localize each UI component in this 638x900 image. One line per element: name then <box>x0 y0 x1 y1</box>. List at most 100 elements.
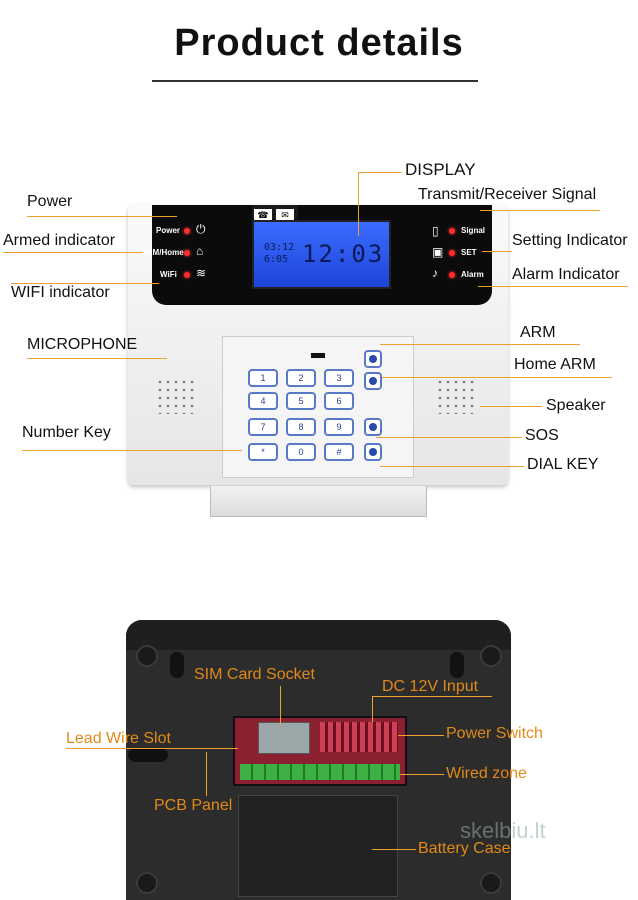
watermark: skelbiu.lt <box>460 818 546 843</box>
lcd-time: 12:03 <box>302 240 385 268</box>
leader-display-v <box>358 172 359 236</box>
leader-transmit <box>480 210 600 211</box>
dip-switches <box>320 722 398 752</box>
number-key[interactable]: 2 <box>286 369 316 387</box>
microphone-hole <box>311 353 325 358</box>
alarm-led <box>449 272 455 278</box>
set-led <box>449 250 455 256</box>
keypad <box>222 336 414 478</box>
leader-microphone <box>27 358 167 359</box>
signal-led-label: Signal <box>461 226 486 235</box>
callout-setting: Setting Indicator <box>512 232 628 249</box>
callout-pcb: PCB Panel <box>154 797 233 814</box>
leader-setting <box>482 251 512 252</box>
leader-wifi <box>11 283 159 284</box>
number-key[interactable]: 8 <box>286 418 316 436</box>
back-top-edge <box>126 620 511 650</box>
dial-key[interactable] <box>364 443 382 461</box>
alarm-led-label: Alarm <box>461 270 484 279</box>
sim-icon: ▯ <box>432 224 439 238</box>
number-key[interactable]: 1 <box>248 369 278 387</box>
keypad-cover <box>210 486 427 517</box>
number-key[interactable]: * <box>248 443 278 461</box>
leader-sos <box>376 437 522 438</box>
message-icon: ✉ <box>276 209 294 221</box>
callout-alarm: Alarm Indicator <box>512 266 620 283</box>
arm-key[interactable] <box>364 350 382 368</box>
callout-dial-key: DIAL KEY <box>527 456 599 473</box>
armhome-led-label: ARM/Home <box>141 248 184 257</box>
home-icon: ⌂ <box>196 244 204 258</box>
number-key[interactable]: 5 <box>286 392 316 410</box>
leader-wired <box>400 774 444 775</box>
sim-card-slot <box>258 722 310 754</box>
callout-speaker: Speaker <box>546 397 606 414</box>
leader-dial-key <box>380 466 524 467</box>
callout-microphone: MICROPHONE <box>27 336 138 353</box>
panel-cap-icons: ☎✉ <box>252 205 298 221</box>
signal-led <box>449 228 455 234</box>
number-key[interactable]: 0 <box>286 443 316 461</box>
number-key[interactable]: 4 <box>248 392 278 410</box>
wifi-led-label: WiFi <box>160 270 177 279</box>
leader-alarm <box>478 286 628 287</box>
speaker-grill <box>436 378 476 414</box>
home-arm-key[interactable] <box>364 372 382 390</box>
battery-compartment <box>238 795 398 897</box>
leader-speaker <box>480 406 542 407</box>
microphone-grill <box>156 378 196 414</box>
number-key[interactable]: 7 <box>248 418 278 436</box>
number-key[interactable]: 9 <box>324 418 354 436</box>
lcd-small-readout: 03:12 6:05 <box>264 242 295 265</box>
number-key[interactable]: # <box>324 443 354 461</box>
callout-home-arm: Home ARM <box>514 356 596 373</box>
terminal-block <box>240 764 400 780</box>
callout-armed: Armed indicator <box>3 232 116 249</box>
setting-icon: ▣ <box>432 245 444 259</box>
leader-dc-v <box>372 696 373 722</box>
screw-bottom-left <box>136 872 158 894</box>
callout-dc: DC 12V Input <box>382 678 479 695</box>
callout-lead: Lead Wire Slot <box>66 730 171 747</box>
number-key[interactable]: 3 <box>324 369 354 387</box>
page-title: Product details <box>174 22 464 64</box>
callout-arm: ARM <box>520 324 556 341</box>
power-led <box>184 228 190 234</box>
leader-power-switch <box>398 735 444 736</box>
screw-top-left <box>136 645 158 667</box>
wifi-led <box>184 272 190 278</box>
lead-wire-slot <box>128 748 168 762</box>
leader-armed <box>3 252 143 253</box>
callout-transmit: Transmit/Receiver Signal <box>418 186 597 203</box>
wifi-icon: ≋ <box>196 266 207 280</box>
screw-top-right <box>480 645 502 667</box>
title-underline <box>152 80 478 82</box>
lcd-display: 03:12 6:05 12:03 <box>252 220 391 289</box>
power-led-label: Power <box>156 226 181 235</box>
callout-number-key: Number Key <box>22 424 111 441</box>
sos-key[interactable] <box>364 418 382 436</box>
callout-wifi: WIFI indicator <box>11 284 110 301</box>
leader-display-h <box>358 172 402 173</box>
armhome-led <box>184 250 190 256</box>
set-led-label: SET <box>461 248 477 257</box>
callout-sim: SIM Card Socket <box>194 666 315 683</box>
callout-display: DISPLAY <box>405 160 476 179</box>
alarm-bell-icon: ♪ <box>432 266 438 280</box>
callout-power-switch: Power Switch <box>446 725 543 742</box>
leader-number-key <box>22 450 242 451</box>
screw-bottom-right <box>480 872 502 894</box>
callout-battery: Battery Case <box>418 840 511 857</box>
callout-sos: SOS <box>525 427 559 444</box>
leader-battery <box>372 849 416 850</box>
phone-icon: ☎ <box>254 209 272 221</box>
wall-hook-right <box>450 652 464 678</box>
power-icon: ⏻ <box>196 222 206 236</box>
leader-home-arm <box>382 377 612 378</box>
leader-lead <box>66 748 238 749</box>
number-key[interactable]: 6 <box>324 392 354 410</box>
callout-wired: Wired zone <box>446 765 527 782</box>
leader-power <box>27 216 177 217</box>
leader-pcb <box>206 752 207 796</box>
wall-hook-left <box>170 652 184 678</box>
